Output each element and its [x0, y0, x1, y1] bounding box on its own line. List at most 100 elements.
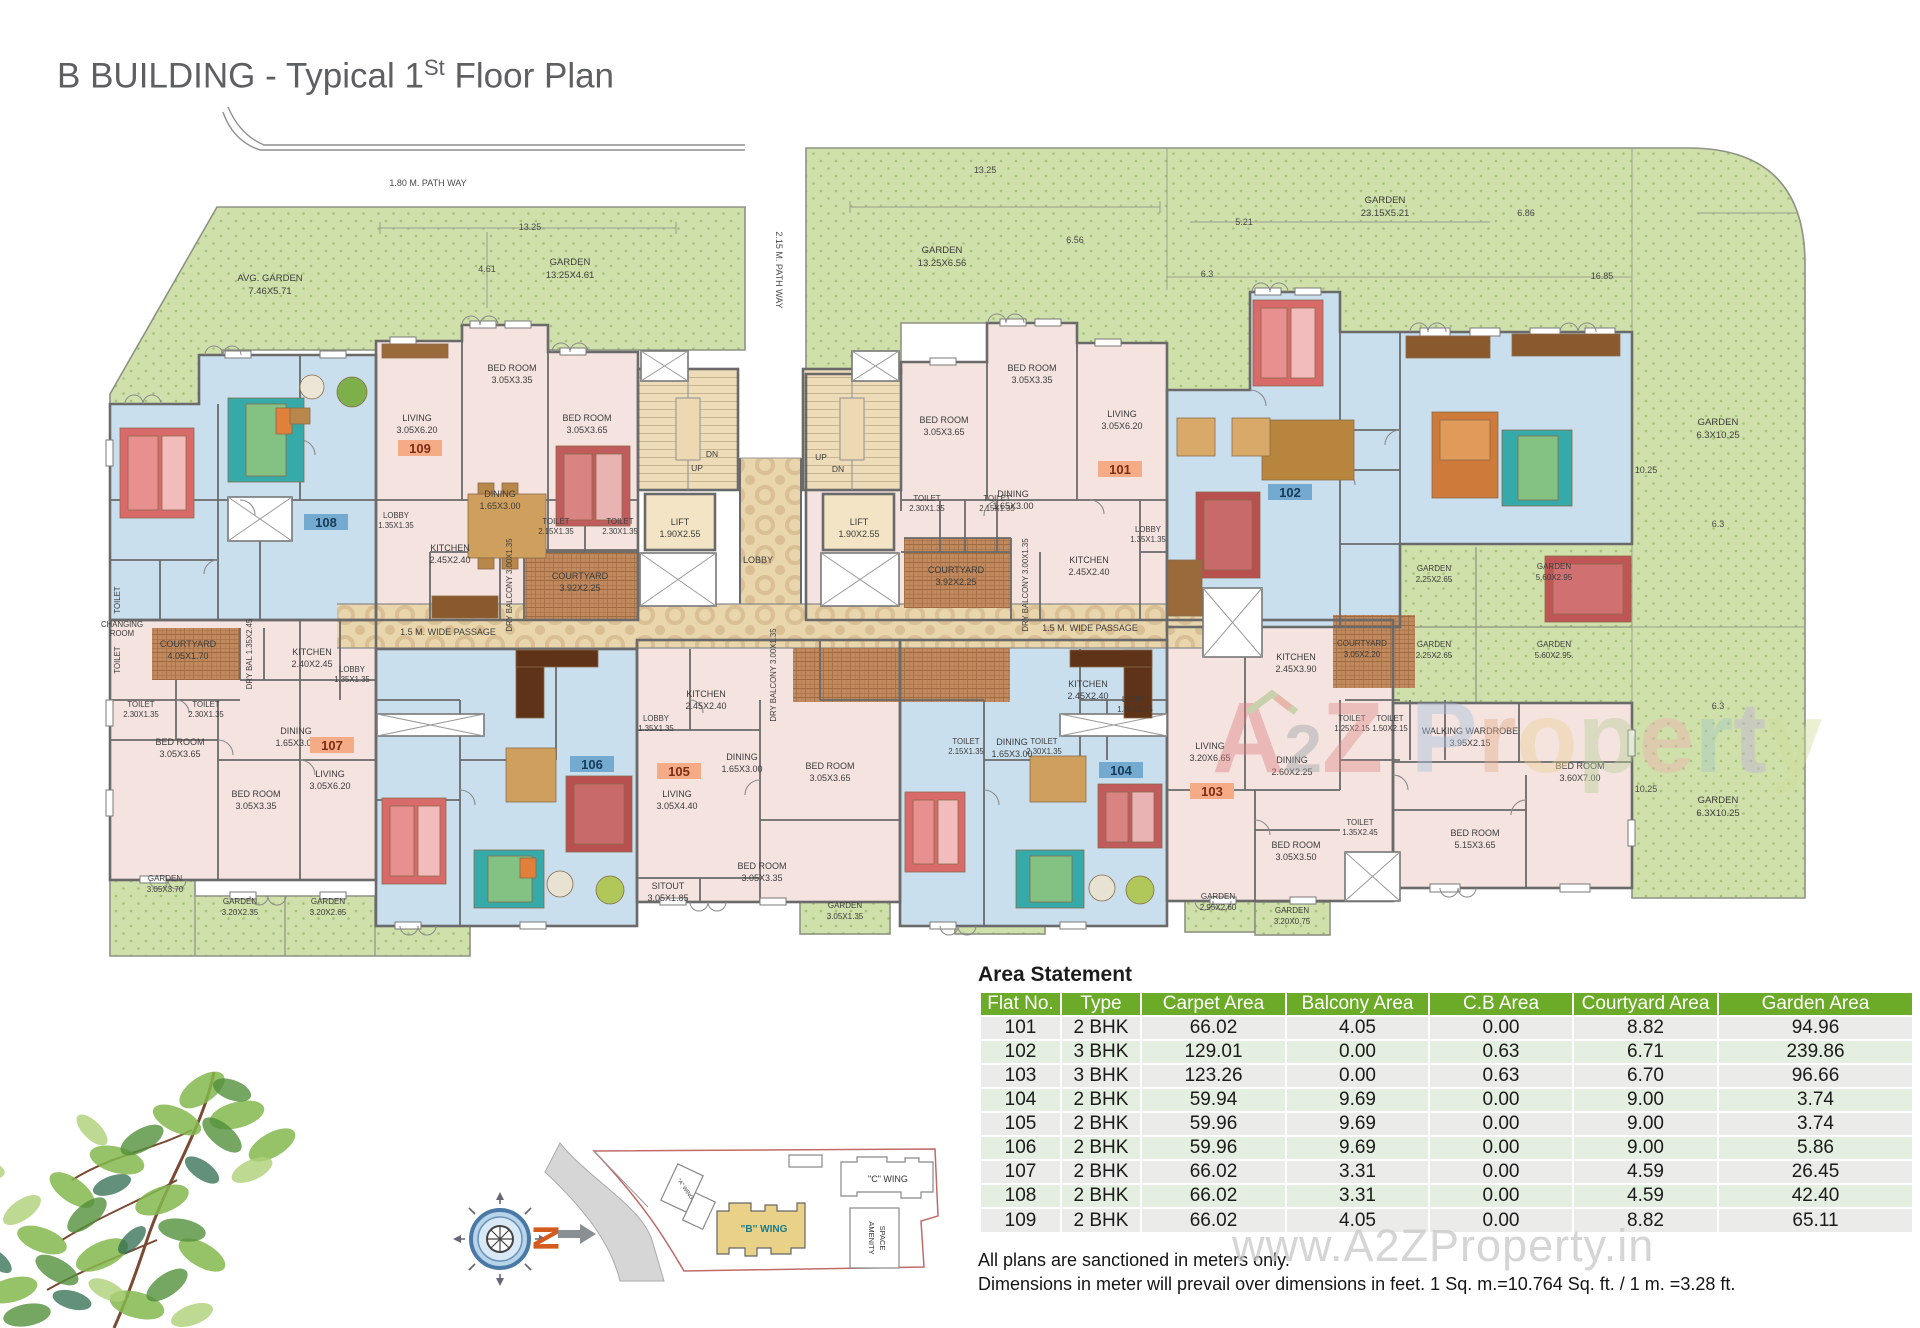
svg-text:3.20X2.65: 3.20X2.65 [310, 908, 347, 917]
svg-text:"B'' WING: "B'' WING [741, 1224, 788, 1235]
svg-text:GARDEN: GARDEN [148, 874, 182, 883]
svg-text:2.45X2.40: 2.45X2.40 [1068, 567, 1109, 577]
svg-text:2.25X2.65: 2.25X2.65 [1416, 575, 1453, 584]
svg-text:6.3X10.25: 6.3X10.25 [1696, 808, 1739, 819]
svg-text:2.30X1.35: 2.30X1.35 [602, 527, 638, 536]
svg-text:GARDEN: GARDEN [223, 897, 257, 906]
svg-text:3.05X6.20: 3.05X6.20 [1101, 421, 1142, 431]
svg-text:ROOM: ROOM [110, 629, 134, 638]
svg-text:BED ROOM: BED ROOM [919, 415, 968, 425]
svg-text:LIVING: LIVING [1195, 741, 1225, 751]
svg-text:BED ROOM: BED ROOM [805, 761, 854, 771]
svg-text:KITCHEN: KITCHEN [292, 647, 332, 657]
svg-text:TOILET: TOILET [983, 494, 1010, 503]
svg-text:GARDEN: GARDEN [1698, 795, 1739, 806]
svg-text:1.5 M. WIDE PASSAGE: 1.5 M. WIDE PASSAGE [1042, 623, 1138, 633]
svg-text:3.92X2.25: 3.92X2.25 [935, 577, 976, 587]
svg-text:3.05X3.65: 3.05X3.65 [809, 773, 850, 783]
svg-text:GARDEN: GARDEN [311, 897, 345, 906]
svg-text:LIVING: LIVING [662, 789, 692, 799]
svg-text:TOILET: TOILET [127, 700, 154, 709]
svg-text:GARDEN: GARDEN [1698, 417, 1739, 428]
svg-text:GARDEN: GARDEN [828, 901, 862, 910]
svg-text:2.45X3.90: 2.45X3.90 [1275, 664, 1316, 674]
svg-text:3.05X3.50: 3.05X3.50 [1275, 852, 1316, 862]
svg-text:LOBBY: LOBBY [1122, 695, 1149, 704]
svg-text:KITCHEN: KITCHEN [430, 543, 470, 553]
svg-text:1.35X1.35: 1.35X1.35 [1117, 705, 1153, 714]
svg-text:TOILET: TOILET [1346, 818, 1373, 827]
svg-text:BED ROOM: BED ROOM [1555, 761, 1604, 771]
svg-text:BED ROOM: BED ROOM [1450, 828, 1499, 838]
svg-text:3.05X3.65: 3.05X3.65 [923, 427, 964, 437]
svg-text:3.05X4.40: 3.05X4.40 [656, 801, 697, 811]
svg-text:3.05X3.35: 3.05X3.35 [1011, 375, 1052, 385]
svg-text:COURTYARD: COURTYARD [552, 571, 609, 581]
svg-text:DINING: DINING [996, 737, 1028, 747]
svg-text:4.05X1.70: 4.05X1.70 [167, 651, 208, 661]
svg-text:107: 107 [321, 738, 343, 753]
svg-text:BED ROOM: BED ROOM [1271, 840, 1320, 850]
svg-text:2.30X1.35: 2.30X1.35 [909, 504, 945, 513]
svg-text:3.05X2.20: 3.05X2.20 [1344, 650, 1381, 659]
svg-text:2.15X1.35: 2.15X1.35 [538, 527, 574, 536]
svg-text:3.05X3.35: 3.05X3.35 [491, 375, 532, 385]
svg-text:LIVING: LIVING [402, 413, 432, 423]
svg-text:1.25X2.15: 1.25X2.15 [1334, 724, 1370, 733]
svg-text:4.61: 4.61 [478, 264, 496, 274]
svg-text:TOILET: TOILET [542, 517, 569, 526]
svg-text:BED ROOM: BED ROOM [737, 861, 786, 871]
svg-text:103: 103 [1201, 784, 1223, 799]
svg-text:13.25X6.56: 13.25X6.56 [918, 258, 967, 269]
svg-text:BED ROOM: BED ROOM [1007, 363, 1056, 373]
svg-text:3.95X2.15: 3.95X2.15 [1449, 738, 1490, 748]
svg-text:AVG. GARDEN: AVG. GARDEN [237, 273, 302, 284]
svg-text:1.35X1.35: 1.35X1.35 [378, 521, 414, 530]
svg-text:3.20X2.35: 3.20X2.35 [222, 908, 259, 917]
svg-text:1.65X3.00: 1.65X3.00 [992, 501, 1033, 511]
svg-text:DN: DN [706, 449, 718, 459]
svg-text:1.90X2.55: 1.90X2.55 [659, 529, 700, 539]
svg-text:LOBBY: LOBBY [383, 511, 410, 520]
svg-text:3.05X3.35: 3.05X3.35 [741, 873, 782, 883]
svg-text:5.15X3.65: 5.15X3.65 [1454, 840, 1495, 850]
svg-text:COURTYARD: COURTYARD [160, 639, 217, 649]
svg-text:6.3: 6.3 [1201, 269, 1214, 279]
svg-text:DRY BAL 1.35X2.45: DRY BAL 1.35X2.45 [245, 618, 254, 689]
svg-text:3.92X2.25: 3.92X2.25 [559, 583, 600, 593]
svg-text:GARDEN: GARDEN [1417, 640, 1451, 649]
svg-text:102: 102 [1279, 485, 1301, 500]
svg-text:108: 108 [315, 515, 337, 530]
svg-text:DINING: DINING [997, 489, 1029, 499]
svg-text:1.65X3.00: 1.65X3.00 [721, 764, 762, 774]
svg-text:COURTYARD: COURTYARD [1337, 639, 1387, 648]
svg-text:COURTYARD: COURTYARD [928, 565, 985, 575]
svg-text:SITOUT: SITOUT [652, 881, 685, 891]
svg-text:13.25X4.61: 13.25X4.61 [546, 270, 595, 281]
svg-text:23.15X5.21: 23.15X5.21 [1361, 208, 1410, 219]
svg-text:3.60X7.00: 3.60X7.00 [1559, 773, 1600, 783]
svg-text:3.05X3.65: 3.05X3.65 [566, 425, 607, 435]
svg-text:1.90X2.55: 1.90X2.55 [838, 529, 879, 539]
svg-text:1.50X2.15: 1.50X2.15 [1372, 724, 1408, 733]
svg-text:1.35X1.35: 1.35X1.35 [1130, 535, 1166, 544]
svg-text:6.3: 6.3 [1712, 701, 1725, 711]
svg-text:GARDEN: GARDEN [922, 245, 963, 256]
svg-text:3.20X0.75: 3.20X0.75 [1274, 917, 1311, 926]
svg-text:3.05X1.35: 3.05X1.35 [827, 912, 864, 921]
svg-text:TOILET: TOILET [113, 646, 122, 673]
svg-text:UP: UP [691, 463, 703, 473]
svg-text:LIVING: LIVING [315, 769, 345, 779]
svg-text:DN: DN [832, 464, 844, 474]
svg-text:KITCHEN: KITCHEN [686, 689, 726, 699]
svg-text:106: 106 [581, 757, 603, 772]
svg-text:DINING: DINING [726, 752, 758, 762]
svg-text:TOILET: TOILET [952, 737, 979, 746]
svg-text:LOBBY: LOBBY [1135, 525, 1162, 534]
svg-text:2.15X1.35: 2.15X1.35 [948, 747, 984, 756]
svg-text:LOBBY: LOBBY [339, 665, 366, 674]
svg-text:DINING: DINING [1276, 755, 1308, 765]
svg-text:DRY BALCONY 3.00X1.35: DRY BALCONY 3.00X1.35 [769, 628, 778, 722]
svg-text:6.56: 6.56 [1066, 235, 1084, 245]
svg-text:2.15X1.35: 2.15X1.35 [979, 504, 1015, 513]
